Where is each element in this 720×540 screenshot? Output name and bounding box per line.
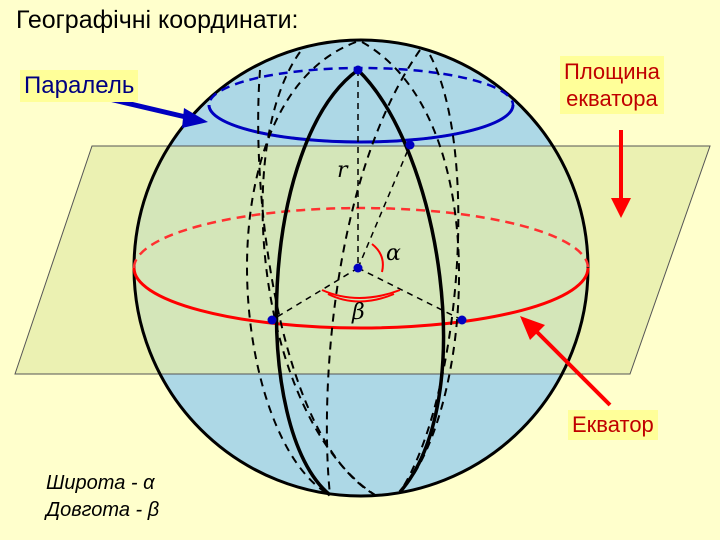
equator-plane-label: Площина екватора xyxy=(560,56,664,114)
equator-point-right xyxy=(457,315,467,325)
equator-plane-label-line1: Площина xyxy=(564,59,660,84)
radius-symbol: r xyxy=(337,158,348,183)
coordinates-legend: Широта - α Довгота - β xyxy=(46,470,159,524)
diagram-title: Географічні координати: xyxy=(16,6,299,34)
equator-point-left xyxy=(267,315,277,325)
equator-label: Екватор xyxy=(568,410,658,440)
equator-arrow xyxy=(520,316,612,407)
meridian-hidden-4 xyxy=(399,54,460,493)
equator-plane-arrow xyxy=(611,130,631,218)
equator-front xyxy=(132,267,590,330)
latitude-label: Широта - α xyxy=(46,472,155,494)
alpha-arc xyxy=(371,243,384,273)
beta-arc-outer xyxy=(321,289,401,299)
pole-point xyxy=(353,65,363,75)
radius-to-point-left xyxy=(271,267,359,321)
parallel-arrow xyxy=(104,95,208,128)
radius-line xyxy=(357,144,411,269)
equator-back xyxy=(132,206,590,269)
radius-to-point-right xyxy=(357,267,463,321)
parallel-front xyxy=(207,104,515,144)
beta-symbol: β xyxy=(352,300,365,325)
beta-arc-inner xyxy=(327,293,395,303)
equator-plane-label-line2: екватора xyxy=(566,86,658,111)
alpha-symbol: α xyxy=(386,241,401,266)
meridian-hidden-1 xyxy=(246,41,357,496)
meridian-front-1 xyxy=(274,68,360,497)
parallel-point xyxy=(405,140,415,150)
parallel-label: Паралель xyxy=(20,70,139,102)
meridian-hidden-2 xyxy=(361,41,460,493)
longitude-label: Довгота - β xyxy=(46,499,160,521)
meridian-front-2 xyxy=(356,68,446,494)
center-point xyxy=(353,263,363,273)
equator-plane xyxy=(14,145,711,375)
